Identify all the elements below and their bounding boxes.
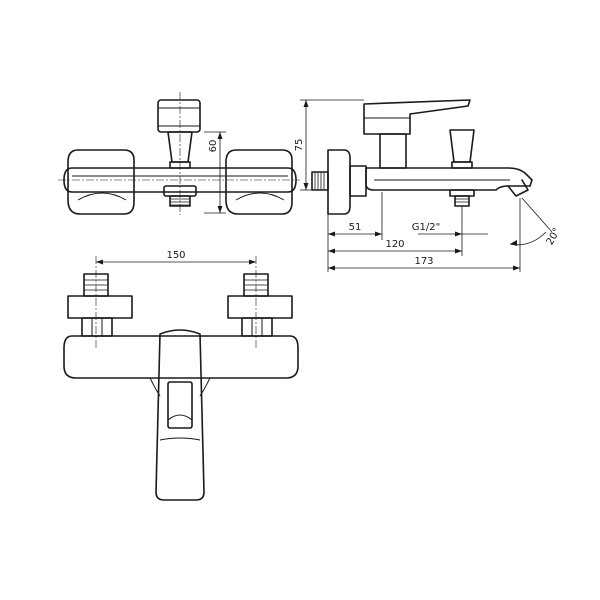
left-escutcheon bbox=[67, 149, 135, 215]
lever-handle bbox=[157, 99, 201, 133]
dim-spout-angle: 20° bbox=[545, 226, 563, 247]
top-view: 150 bbox=[63, 250, 299, 501]
dim-inlet-distance: 150 bbox=[166, 250, 185, 261]
side-body bbox=[365, 167, 533, 191]
dim-total-depth: 173 bbox=[414, 256, 433, 267]
threaded-inlet bbox=[311, 171, 329, 191]
top-body bbox=[63, 335, 299, 379]
spout-outlet bbox=[449, 189, 475, 197]
top-spout bbox=[155, 329, 205, 501]
dim-handle-height: 60 bbox=[208, 140, 219, 153]
right-inlet-fitting bbox=[227, 273, 293, 337]
dim-wall-to-inlet: 51 bbox=[349, 222, 362, 233]
dim-total-height: 75 bbox=[294, 139, 305, 152]
front-view: 60 bbox=[58, 92, 300, 215]
wall-flange bbox=[327, 149, 351, 215]
left-inlet-fitting bbox=[67, 273, 133, 337]
dim-thread-size: G1/2" bbox=[412, 222, 440, 233]
side-lever bbox=[363, 99, 471, 135]
side-view: 75 51 G1/2" 120 173 20° bbox=[294, 99, 563, 272]
lever-slot bbox=[167, 381, 193, 429]
shower-outlet bbox=[449, 129, 475, 163]
right-escutcheon bbox=[225, 149, 293, 215]
dim-wall-to-spout: 120 bbox=[385, 239, 404, 250]
mixer-body bbox=[63, 167, 297, 193]
